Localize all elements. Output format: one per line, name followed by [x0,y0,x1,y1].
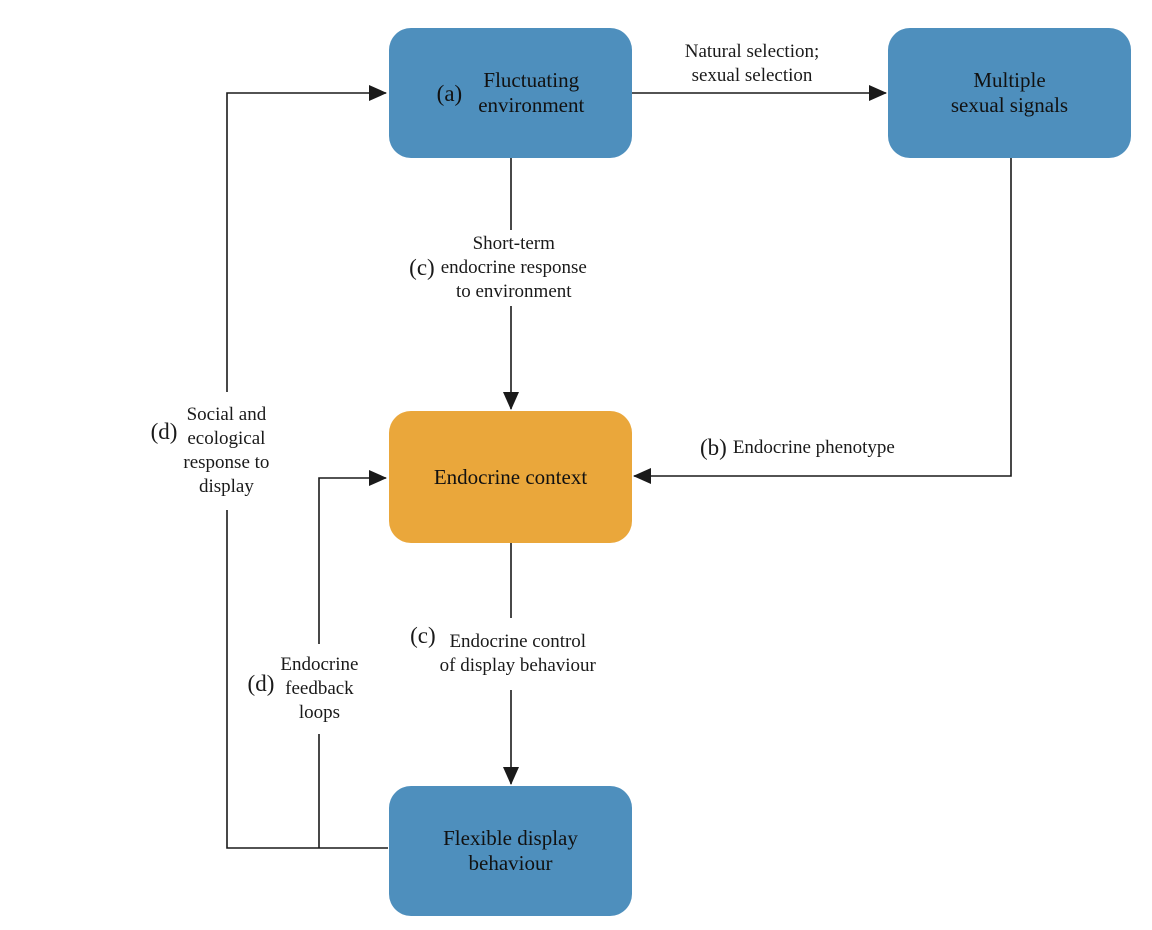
node-label-line: environment [478,93,585,117]
edge-label-control: (c) Endocrine control of display behavio… [390,618,616,690]
edge-label-line: Natural selection; [684,41,820,62]
node-flexible-display-behaviour: Flexible display behaviour [389,786,632,916]
node-label: Endocrine context [433,464,588,489]
edge-tag-c: (c) [409,255,435,280]
edge-label-line: display [198,476,254,497]
edge-label-line: Endocrine [280,654,359,675]
edge-label-line: endocrine response [440,257,587,278]
edge-tag-d: (d) [150,419,178,444]
edge-label-feedback: (d) Endocrine feedback loops [238,644,368,734]
edge-label-line: response to [183,452,270,473]
edge-label-short-term: (c) Short-term endocrine response to env… [382,230,614,306]
edge-label-phenotype: (b) Endocrine phenotype [700,436,940,460]
edge-label-line: Endocrine control [449,631,587,652]
edge-label-line: feedback [285,678,354,699]
edge-label-line: loops [298,702,340,723]
edge-label-text: Endocrine phenotype [732,437,895,458]
edge-label-line: Social and [186,404,267,425]
edge-tag-c: (c) [410,623,436,648]
edge-label-line: Short-term [472,233,555,254]
node-label-line: behaviour [468,851,553,875]
edge-tag-d: (d) [247,671,275,696]
edge-label-line: of display behaviour [439,655,596,676]
edge-label-social: (d) Social and ecological response to di… [134,392,286,510]
node-label-line: sexual signals [950,93,1069,117]
node-multiple-sexual-signals: Multiple sexual signals [888,28,1131,158]
node-fluctuating-environment: (a) Fluctuating environment [389,28,632,158]
node-endocrine-context: Endocrine context [389,411,632,543]
node-label-line: Flexible display [443,826,578,850]
node-label-line: Fluctuating [483,68,580,92]
node-label-line: Multiple [973,68,1046,92]
edge-tag-b: (b) [700,435,727,460]
arrow-phenotype [633,158,1012,484]
edge-label-line: sexual selection [691,65,813,86]
edge-label-line: to environment [455,281,572,302]
edge-label-selection: Natural selection; sexual selection [664,40,840,88]
node-tag-a: (a) [436,80,463,106]
edge-label-line: ecological [187,428,266,449]
